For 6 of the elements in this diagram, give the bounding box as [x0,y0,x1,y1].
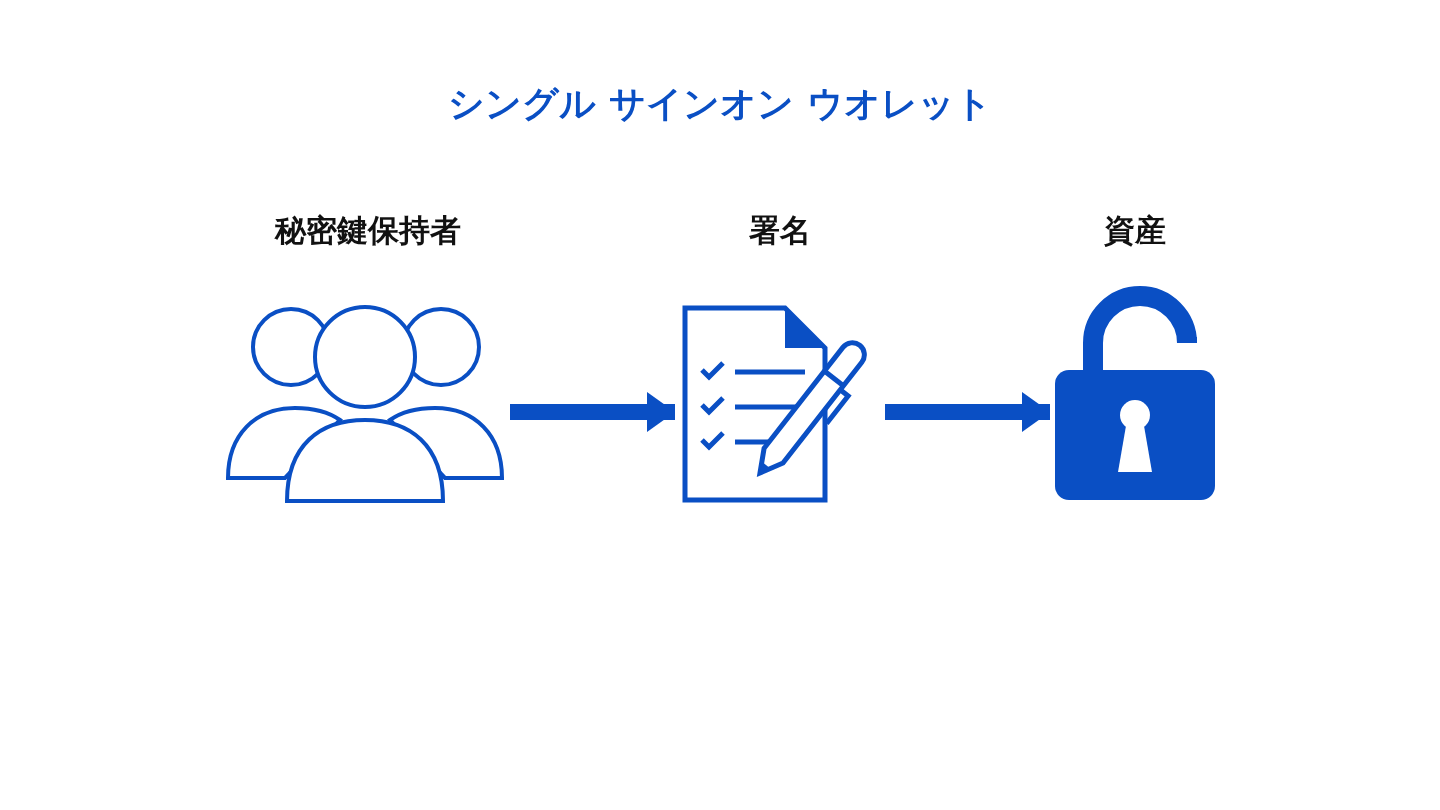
arrow [885,392,1050,432]
heading: 署名 [748,211,812,250]
heading: 秘密鍵保持者 [273,211,462,250]
arrow [510,392,675,432]
heading: 資産 [1103,211,1167,250]
title: シングル サインオン ウオレット [447,82,993,126]
